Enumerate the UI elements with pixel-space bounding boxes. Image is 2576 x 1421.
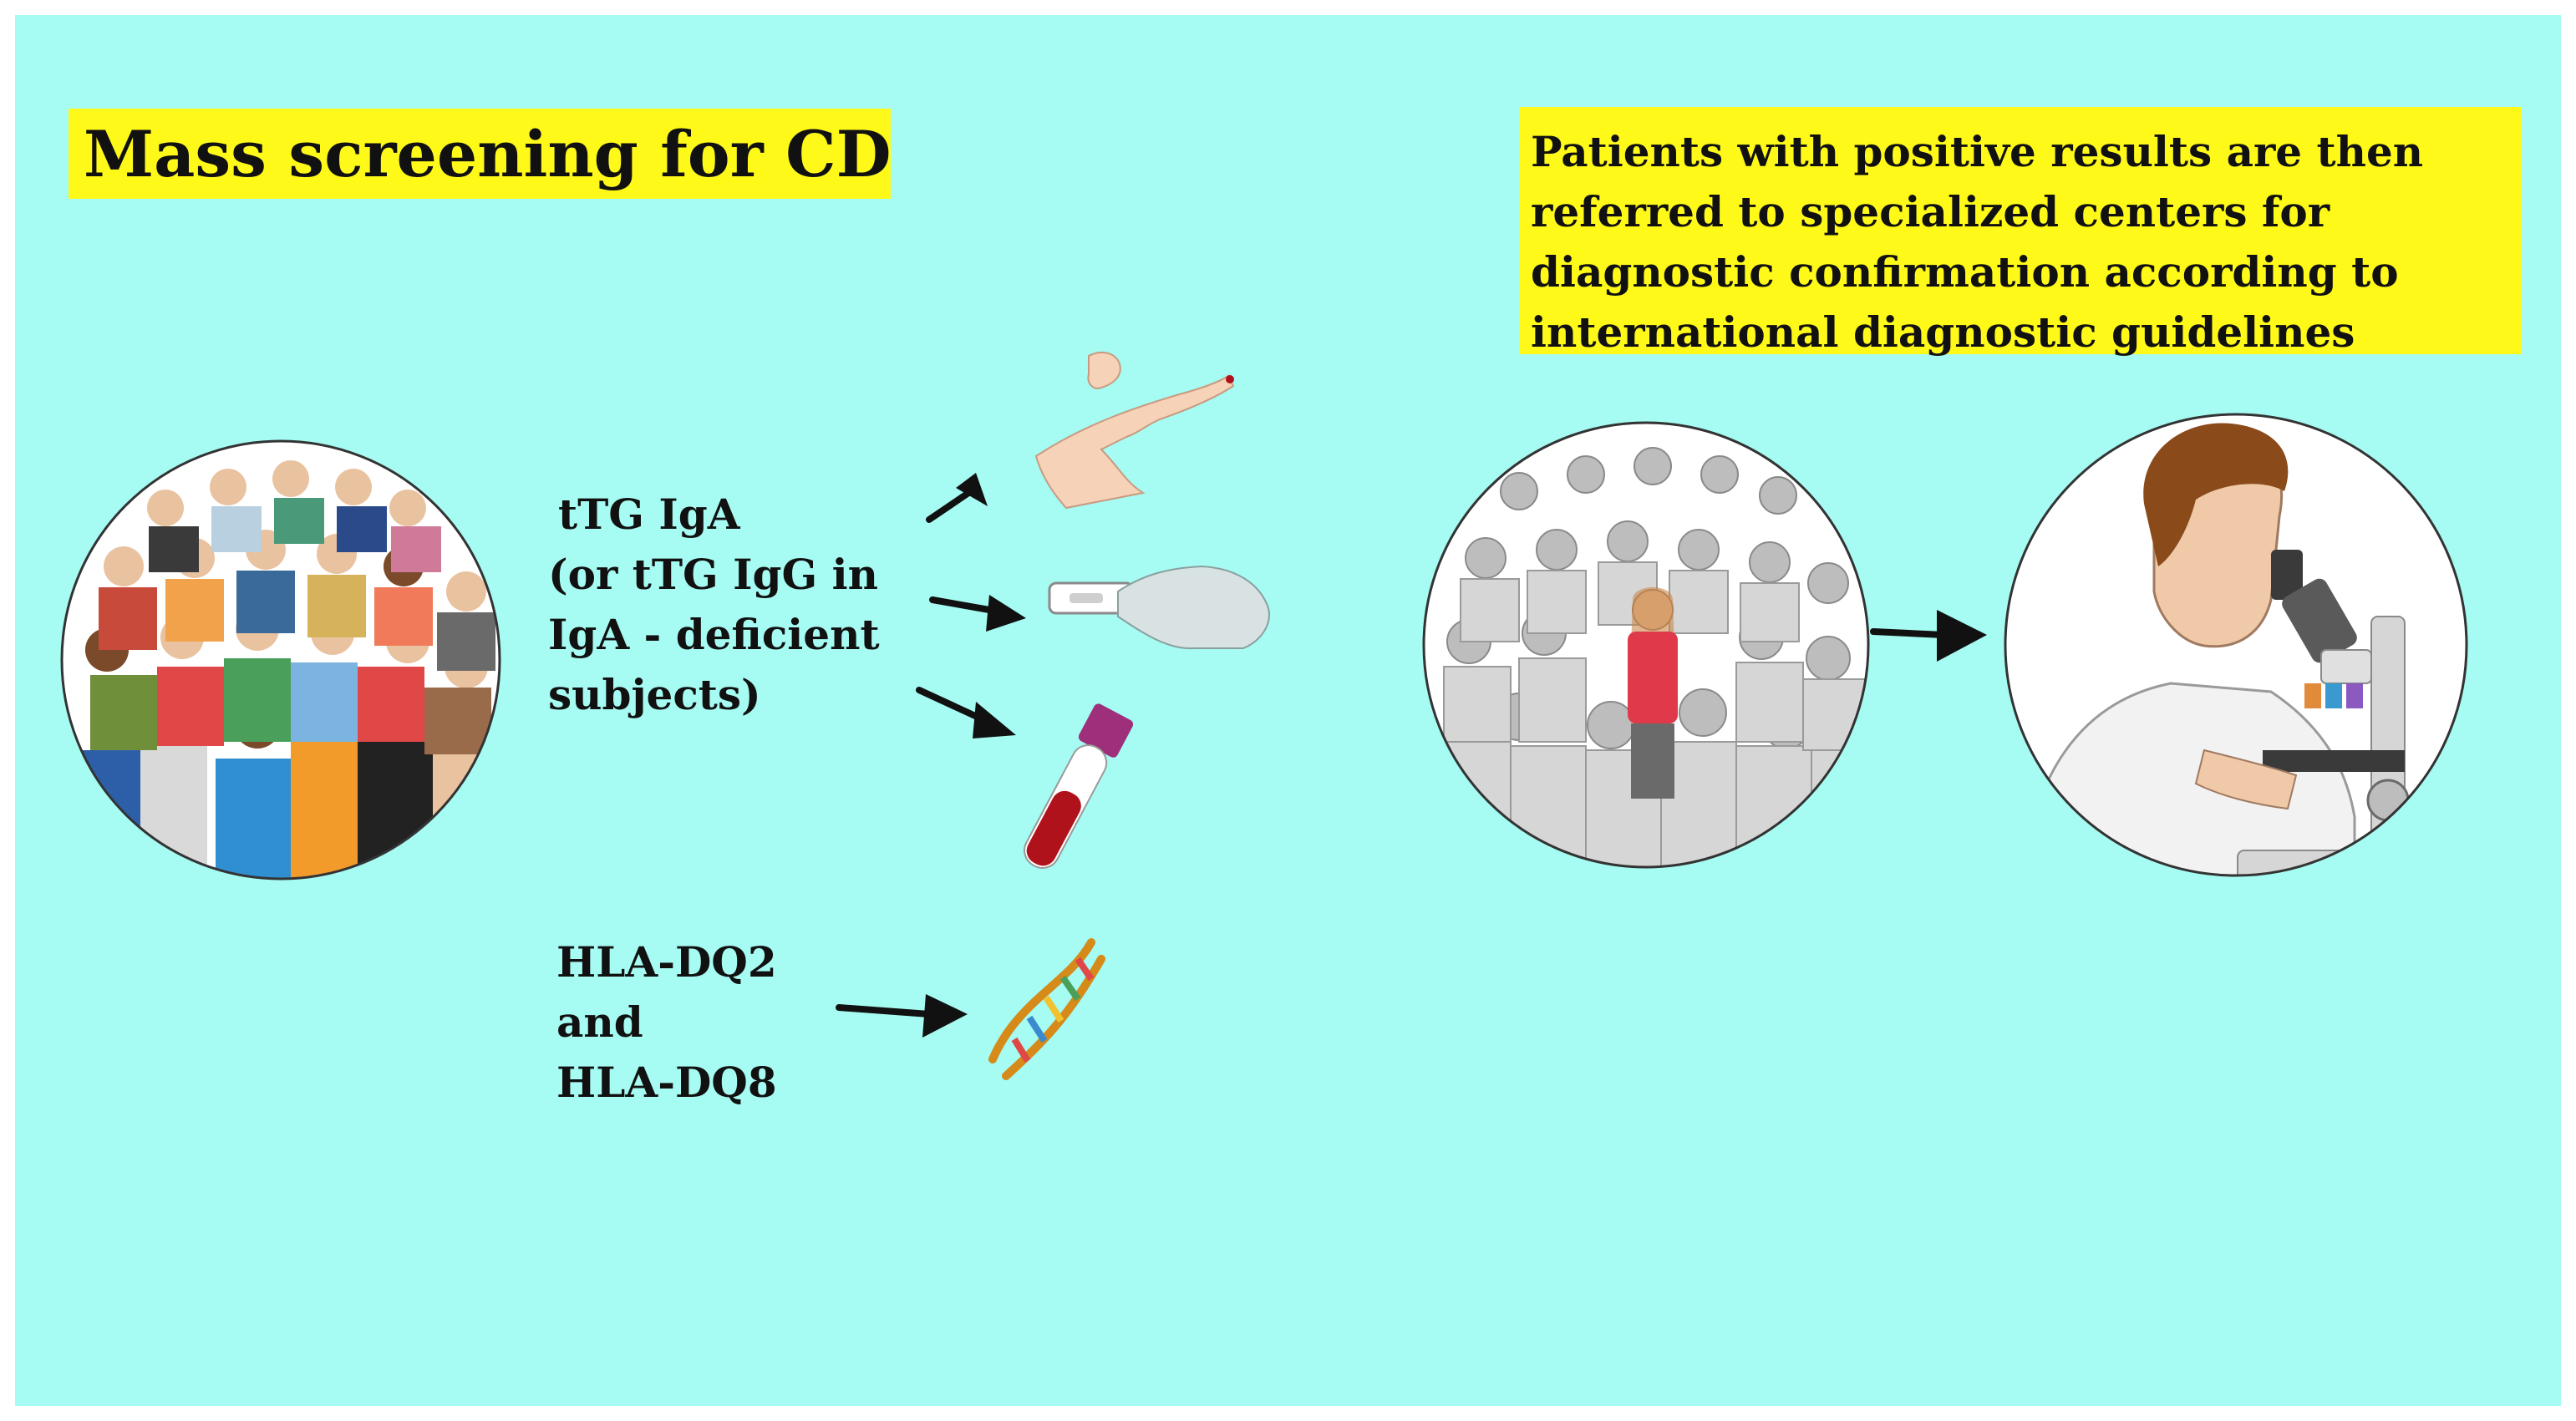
- arrow-to-finger-prick: [926, 473, 988, 523]
- diagram-graphics: [60, 351, 2468, 1080]
- serology-test-label: tTG IgA (or tTG IgG in IgA - deficient s…: [548, 485, 880, 725]
- arrow-to-blood-tube: [916, 687, 1016, 738]
- genetic-test-label: HLA-DQ2 and HLA-DQ8: [556, 932, 777, 1113]
- finger-prick-icon: [1034, 351, 1235, 510]
- serology-line: (or tTG IgG in: [548, 550, 878, 599]
- note-line: international diagnostic guidelines: [1531, 307, 2355, 357]
- note-line: diagnostic confirmation according to: [1531, 247, 2399, 297]
- rapid-test-strip-icon: [1048, 565, 1270, 650]
- title-banner: Mass screening for CD: [69, 109, 892, 199]
- serology-line: IgA - deficient: [548, 610, 880, 659]
- dna-helix-icon: [988, 938, 1105, 1080]
- note-line: referred to specialized centers for: [1531, 187, 2330, 236]
- diagram-canvas: Mass screening for CD Patients with posi…: [15, 15, 2561, 1406]
- referral-note: Patients with positive results are then …: [1519, 107, 2522, 357]
- arrow-to-rapid-test: [929, 595, 1026, 632]
- scientist-microscope-icon: [2004, 413, 2468, 877]
- crowd-grayscale-highlight-icon: [1422, 421, 1870, 869]
- genetic-line: and: [556, 997, 643, 1047]
- genetic-line: HLA-DQ2: [556, 937, 777, 987]
- diagram-title: Mass screening for CD: [84, 116, 892, 191]
- crowd-colored-icon: [60, 439, 501, 881]
- serology-line: tTG IgA: [558, 490, 740, 539]
- blood-sample-tube-icon: [1024, 703, 1134, 869]
- arrow-to-dna: [836, 994, 968, 1038]
- note-line: Patients with positive results are then: [1531, 127, 2424, 176]
- genetic-line: HLA-DQ8: [556, 1058, 777, 1107]
- serology-line: subjects): [548, 670, 761, 719]
- arrow-to-specialist: [1870, 610, 1987, 662]
